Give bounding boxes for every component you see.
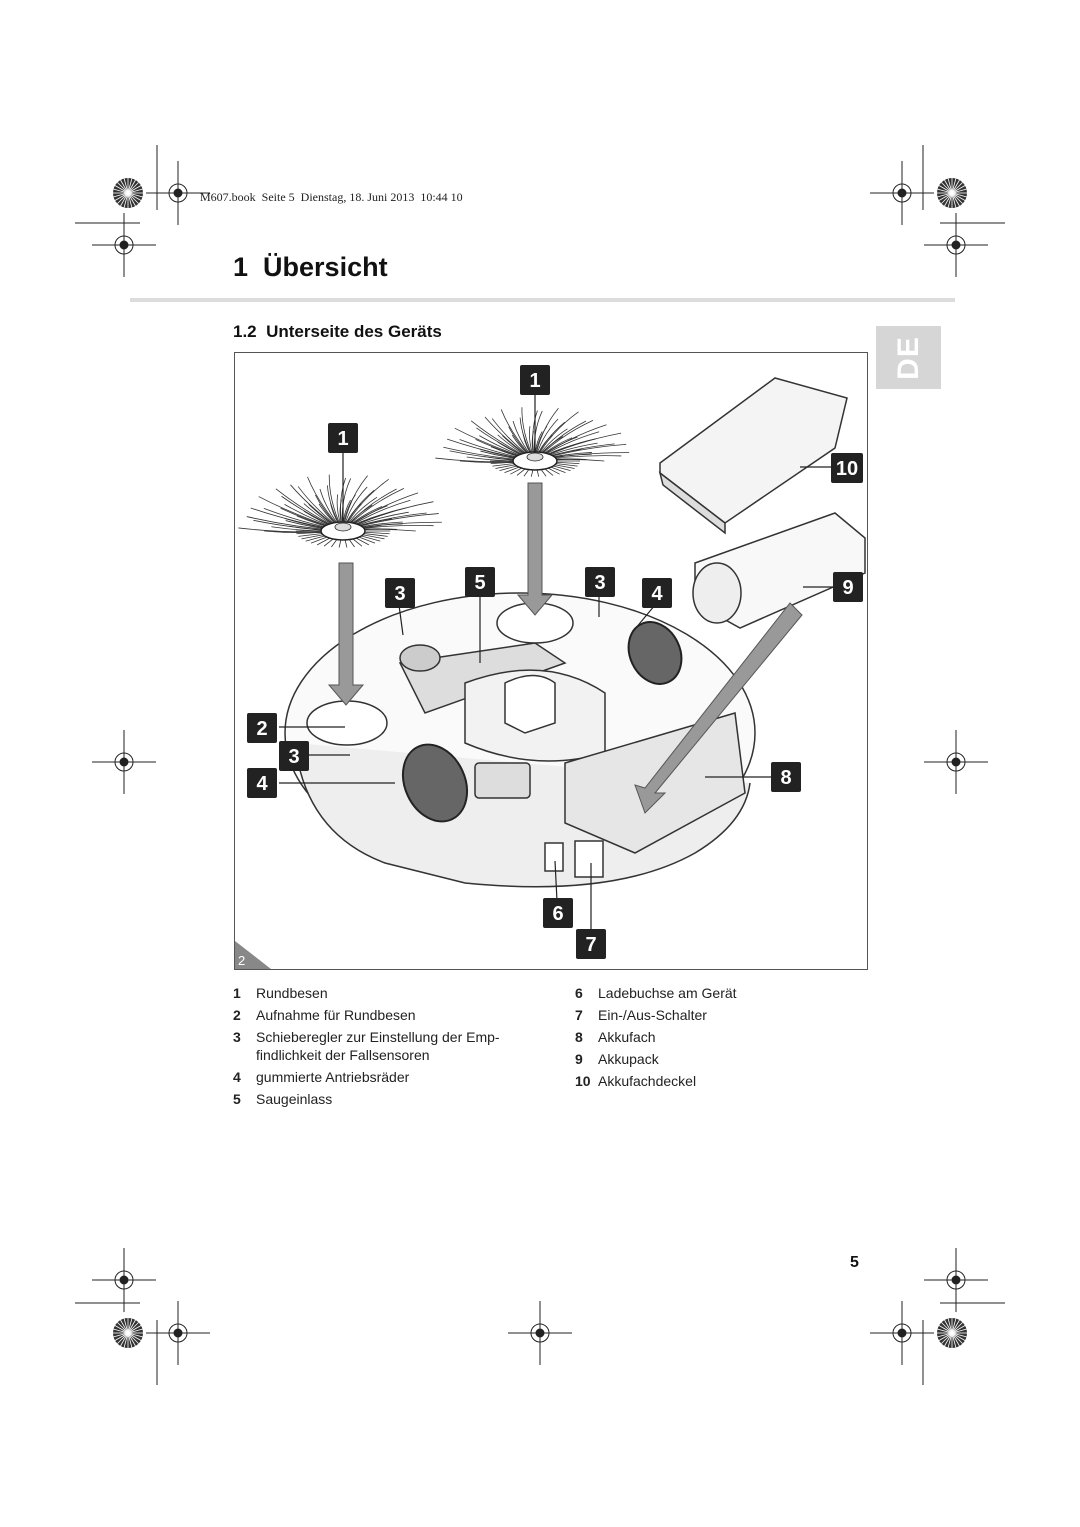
print-header: M607.book Seite 5 Dienstag, 18. Juni 201… (200, 190, 463, 204)
drive-wheels (401, 621, 683, 823)
legend-num: 9 (575, 1051, 583, 1067)
legend-num: 1 (233, 985, 241, 1001)
svg-text:1: 1 (529, 370, 540, 392)
legend-text: Ein-/Aus-Schalter (598, 1007, 707, 1023)
legend-num: 8 (575, 1029, 583, 1045)
callout-badge: 7 (576, 929, 606, 959)
legend-text: Aufnahme für Rundbesen (256, 1007, 416, 1023)
battery-cover (658, 377, 848, 535)
battery-pack (692, 512, 866, 629)
callout-badge: 4 (247, 768, 277, 798)
chapter-title: 1 Übersicht (233, 252, 388, 283)
registration-sunburst (937, 178, 967, 208)
svg-text:2: 2 (256, 718, 267, 740)
chapter-title-text: Übersicht (263, 252, 388, 282)
language-tab: DE (876, 326, 941, 389)
callout-badge: 1 (520, 365, 550, 395)
svg-text:10: 10 (836, 458, 858, 480)
robot-body (284, 592, 756, 888)
section-number: 1.2 (233, 322, 257, 341)
legend-text: Rundbesen (256, 985, 328, 1001)
registration-target (924, 1248, 988, 1312)
callout-badge: 6 (543, 898, 573, 928)
callout-badge: 10 (831, 453, 863, 483)
svg-text:3: 3 (288, 746, 299, 768)
svg-text:5: 5 (474, 572, 485, 594)
robot-underside-illustration: 1 1 2 3 3 3 4 4 5 6 7 8 9 10 2 (235, 365, 866, 969)
legend-text: Akkufach (598, 1029, 656, 1045)
callout-badge: 1 (328, 423, 358, 453)
svg-text:7: 7 (585, 934, 596, 956)
legend-text: gummierte Antriebsräder (256, 1069, 410, 1085)
legend-text: Schieberegler zur Einstellung der Emp- (256, 1029, 500, 1045)
legend-num: 6 (575, 985, 583, 1001)
assembly-arrows (327, 482, 803, 814)
legend-text: Ladebuchse am Gerät (598, 985, 737, 1001)
registration-target (924, 730, 988, 794)
registration-sunburst (937, 1318, 967, 1348)
svg-text:3: 3 (394, 583, 405, 605)
callout-badges: 1 1 2 3 3 3 4 4 5 6 7 8 9 10 (247, 365, 863, 959)
legend-num: 7 (575, 1007, 583, 1023)
section-title-text: Unterseite des Geräts (266, 322, 442, 341)
registration-target (146, 1301, 210, 1365)
registration-target (146, 161, 210, 225)
figure-number: 2 (238, 953, 245, 968)
callout-badge: 3 (585, 567, 615, 597)
leader-lines (279, 393, 833, 933)
callout-badge: 9 (833, 572, 863, 602)
legend-text: Saugeinlass (256, 1091, 333, 1107)
callout-badge: 2 (247, 713, 277, 743)
callout-badge: 8 (771, 762, 801, 792)
legend-num: 4 (233, 1069, 241, 1085)
side-brushes (238, 407, 630, 548)
svg-text:6: 6 (552, 903, 563, 925)
figure-number-corner: 2 (235, 941, 271, 969)
registration-sunburst (113, 178, 143, 208)
callout-badge: 3 (385, 578, 415, 608)
svg-text:9: 9 (842, 577, 853, 599)
svg-text:8: 8 (780, 767, 791, 789)
registration-target (870, 161, 934, 225)
page-number: 5 (850, 1254, 859, 1271)
legend-num: 10 (575, 1073, 591, 1089)
legend-text: Akkufachdeckel (598, 1073, 697, 1089)
callout-badge: 5 (465, 567, 495, 597)
figure-robot-underside: 1 1 2 3 3 3 4 4 5 6 7 8 9 10 2 (234, 352, 868, 970)
legend-num: 3 (233, 1029, 241, 1045)
svg-text:4: 4 (256, 773, 268, 795)
legend-num: 2 (233, 1007, 241, 1023)
svg-text:1: 1 (337, 428, 348, 450)
legend-text: Akkupack (598, 1051, 659, 1067)
registration-target (924, 213, 988, 277)
side-brush (238, 474, 442, 548)
svg-text:3: 3 (594, 572, 605, 594)
registration-target (870, 1301, 934, 1365)
legend-num: 5 (233, 1091, 241, 1107)
callout-badge: 4 (642, 578, 672, 608)
registration-target (508, 1301, 572, 1365)
callout-badge: 3 (279, 741, 309, 771)
registration-target (92, 1248, 156, 1312)
svg-text:4: 4 (651, 583, 663, 605)
section-title: 1.2 Unterseite des Geräts (233, 322, 442, 342)
legend-text: findlichkeit der Fallsensoren (256, 1047, 430, 1063)
registration-sunburst (113, 1318, 143, 1348)
side-brush (435, 407, 630, 477)
chapter-rule (130, 298, 955, 302)
chapter-number: 1 (233, 252, 249, 282)
registration-target (92, 730, 156, 794)
registration-target (92, 213, 156, 277)
